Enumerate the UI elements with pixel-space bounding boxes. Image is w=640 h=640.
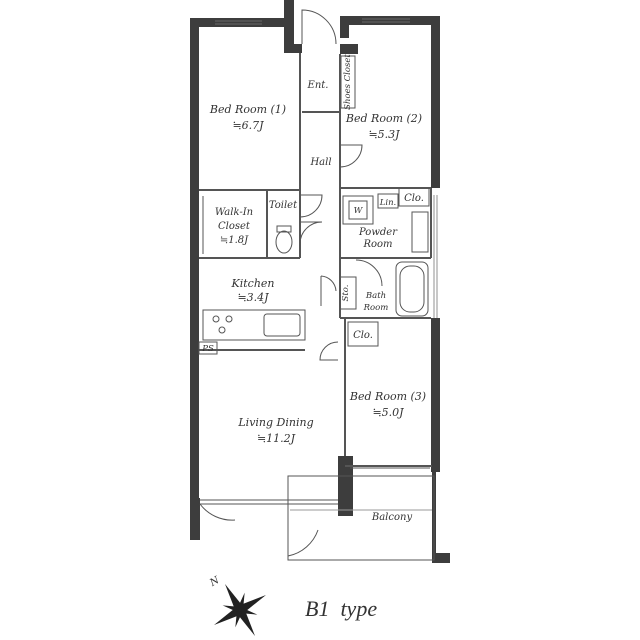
stove-burner [212, 315, 220, 323]
bed2-door-swing [339, 144, 363, 168]
label-bath-1: Bath [365, 291, 386, 301]
wall-top-bed2 [340, 16, 440, 25]
toilet-tank [276, 225, 292, 233]
living-door-swing [319, 341, 339, 361]
label-powder-2: Room [362, 239, 392, 250]
label-living-area: ≒11.2J [257, 432, 296, 445]
wall-bed2-left-stub [340, 16, 349, 38]
bathtub [395, 261, 429, 317]
label-closet-bed2: Clo. [404, 193, 424, 204]
label-storage: Sto. [341, 285, 351, 302]
label-ps: PS [201, 344, 214, 354]
wall-center-lower [338, 456, 353, 516]
label-hall: Hall [309, 157, 331, 168]
label-shoes-closet: Shoes Closet [343, 54, 353, 110]
label-entrance: Ent. [307, 80, 329, 91]
label-kitchen-name: Kitchen [231, 277, 275, 290]
label-walkin-1: Walk-In [215, 207, 253, 218]
label-closet-bed3: Clo. [353, 330, 373, 341]
bath-door-swing [355, 259, 383, 287]
label-bed3-area: ≒5.0J [372, 406, 404, 419]
label-bed1-name: Bed Room (1) [209, 103, 286, 116]
wall-top-bed1 [190, 18, 288, 27]
label-washer: W [354, 206, 364, 216]
label-bath-2: Room [363, 303, 389, 313]
windows [215, 18, 438, 318]
wall-bed1-ent [284, 44, 302, 53]
label-powder-1: Powder [358, 227, 398, 238]
entrance-door-swing [301, 9, 337, 45]
label-bed2-name: Bed Room (2) [345, 112, 422, 125]
kitchen-counter [202, 309, 306, 341]
wall-bed2-ent [340, 44, 358, 54]
linen-box [377, 193, 399, 209]
wall-balcony-post [432, 553, 450, 563]
label-walkin-area: ≒1.8J [220, 235, 249, 246]
label-linen: Lin. [379, 198, 397, 208]
wall-right-upper [431, 16, 440, 188]
label-walkin-2: Closet [218, 221, 251, 232]
label-living-name: Living Dining [237, 416, 313, 429]
toilet-door-swing [299, 221, 323, 245]
closet-bed2-box [398, 187, 430, 207]
label-bed2-area: ≒5.3J [368, 128, 400, 141]
label-kitchen-area: ≒3.4J [237, 291, 269, 304]
living-window-swing [199, 503, 236, 521]
storage-box [339, 276, 357, 310]
washer-box [342, 195, 374, 225]
bed1-door-swing [299, 194, 323, 218]
toilet-bowl [275, 230, 293, 254]
labels: Bed Room (1) ≒6.7J Bed Room (2) ≒5.3J Wa… [201, 54, 426, 523]
wall-right-mid [431, 318, 440, 472]
label-bed1-area: ≒6.7J [232, 119, 264, 132]
shoes-closet-box [340, 55, 356, 109]
label-balcony: Balcony [371, 512, 413, 523]
closet-bed3-box [347, 321, 379, 347]
ps-box [198, 341, 218, 355]
compass-north-letter: N [207, 574, 222, 589]
wall-left [190, 18, 199, 540]
kitchen-sink [263, 313, 301, 337]
label-toilet: Toilet [269, 200, 298, 211]
wall-bottom-left [190, 498, 200, 540]
wall-pillar-top [284, 0, 294, 53]
details [198, 9, 435, 561]
balcony-door-swing [287, 516, 319, 557]
powder-sink [411, 211, 429, 253]
label-bed3-name: Bed Room (3) [349, 390, 426, 403]
compass-rose-icon: N [207, 574, 266, 636]
plan-type-title: B1 type [305, 596, 377, 621]
